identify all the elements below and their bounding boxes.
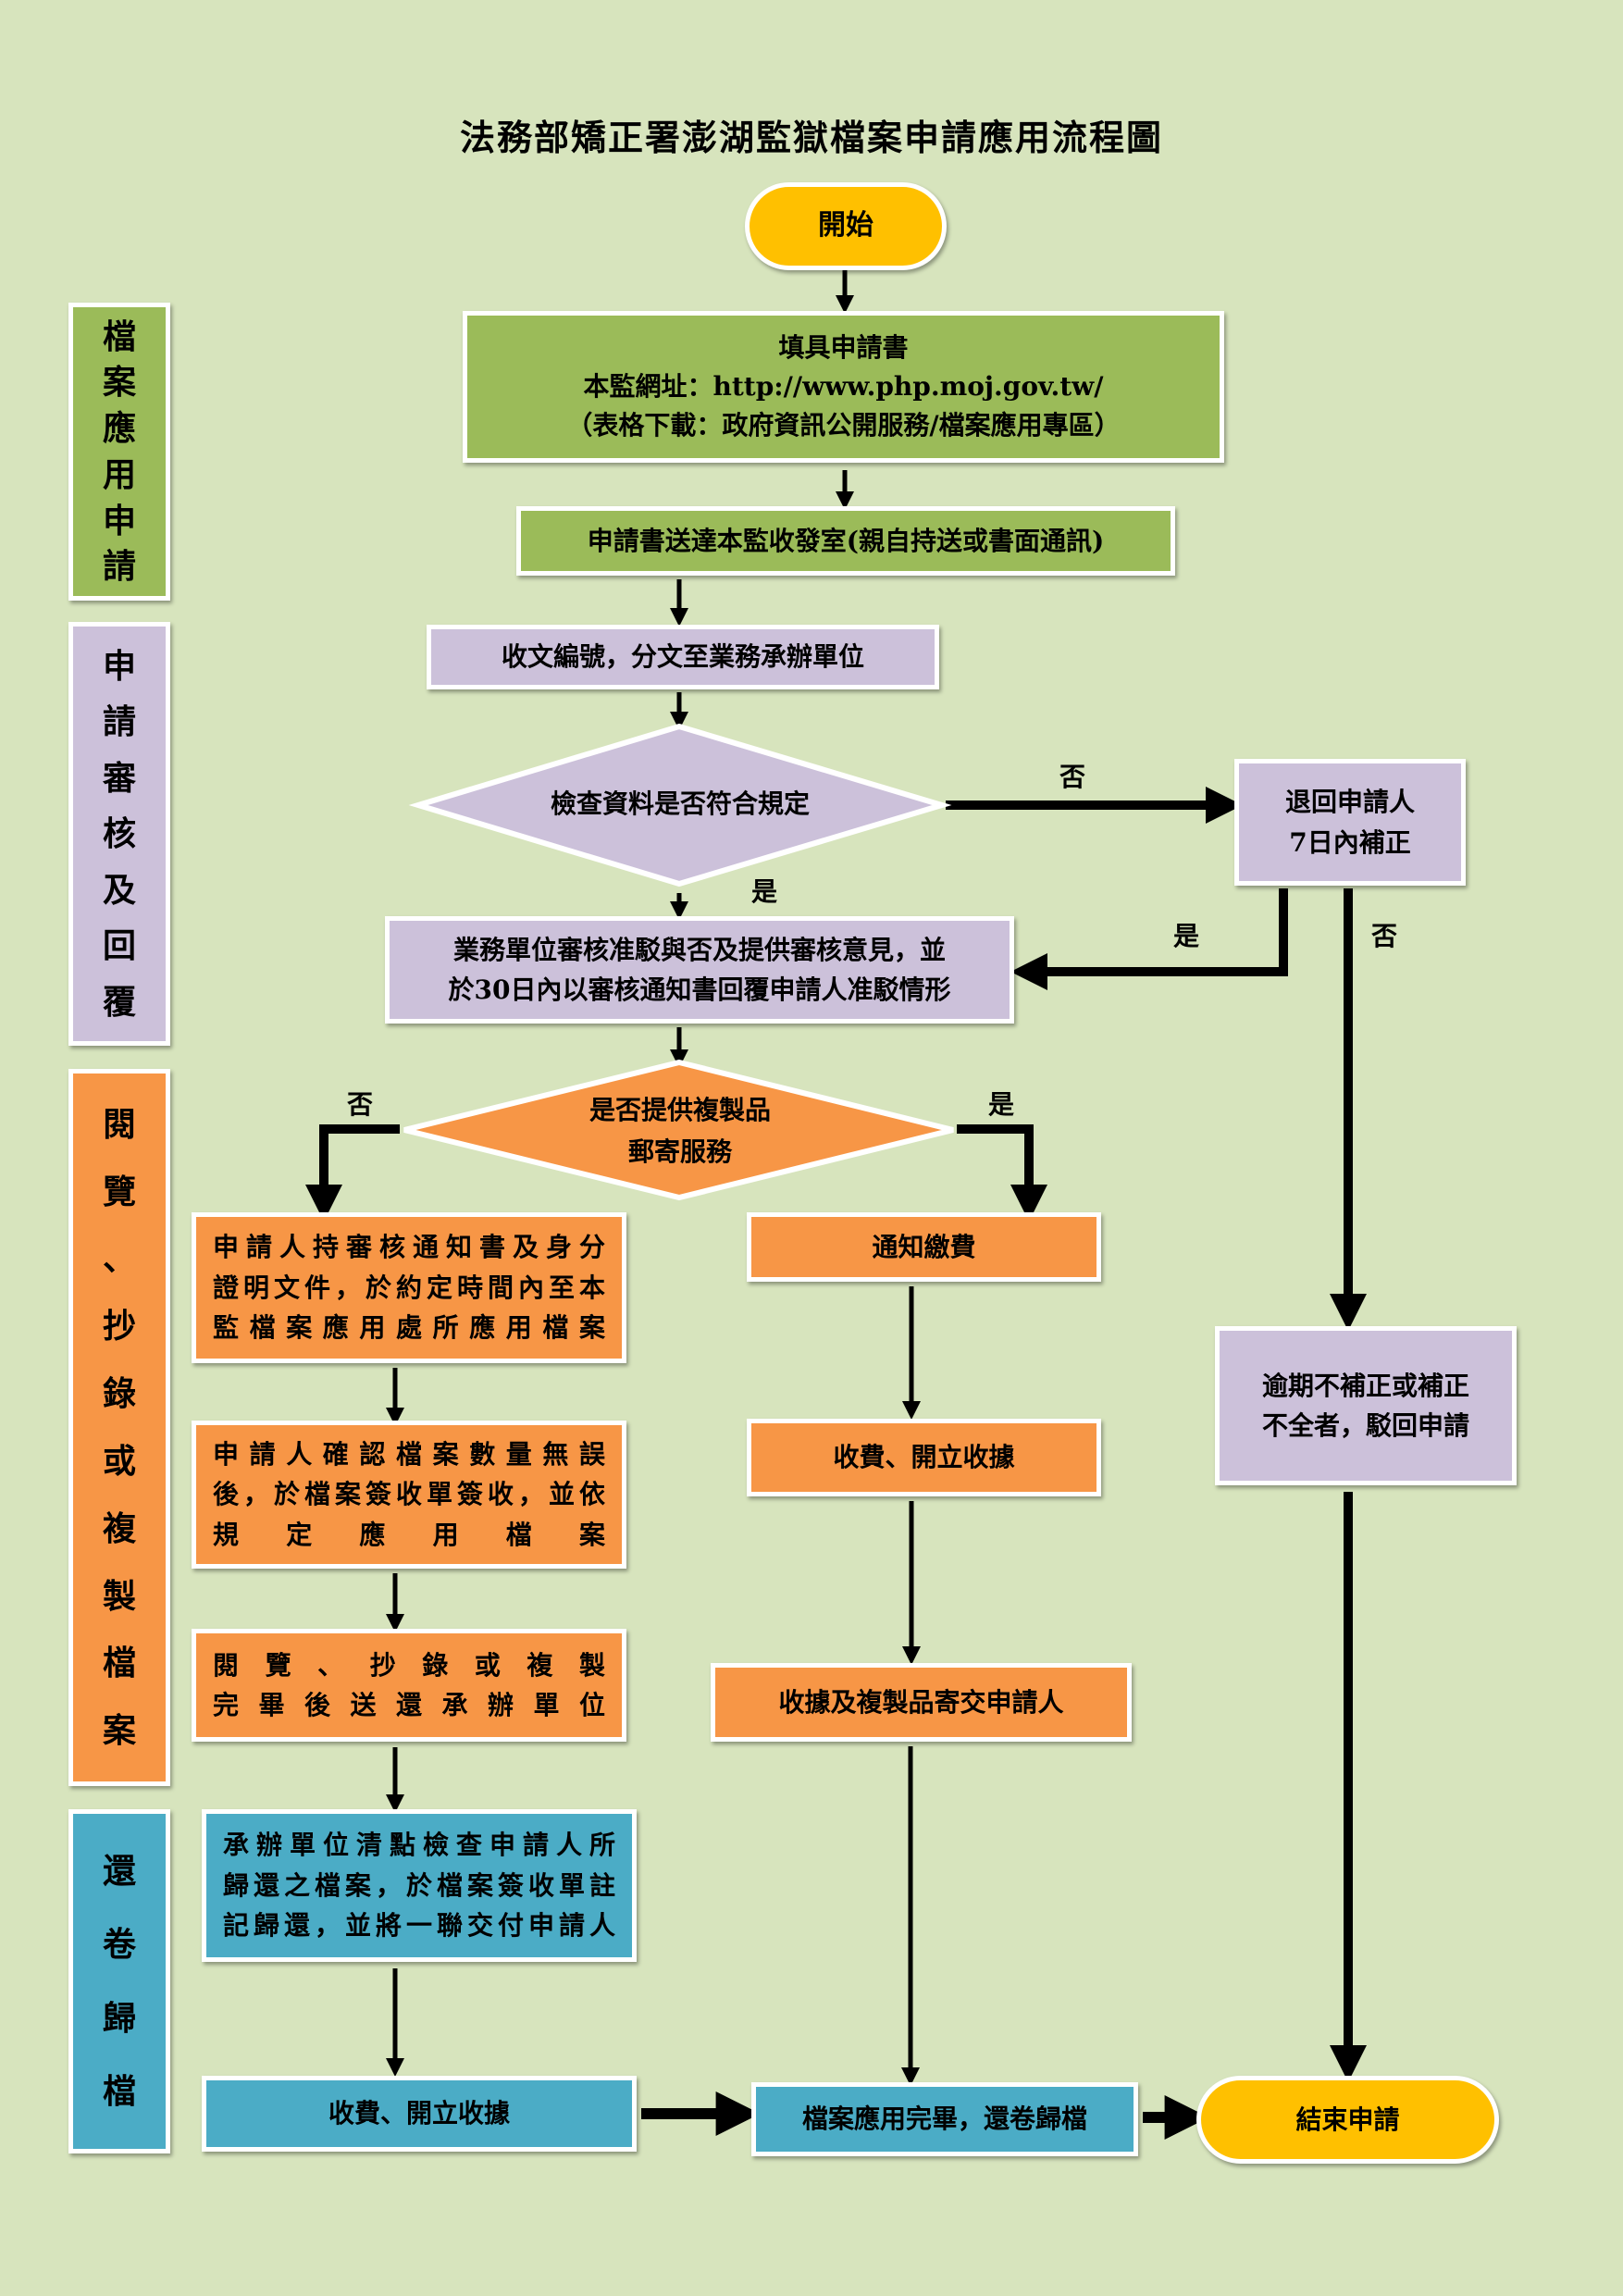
edge-label-check-yes: 是 [751, 876, 778, 907]
lane-review-reply: 申 請 審 核 及 回 覆 [68, 622, 170, 1046]
lane-char: 審 [102, 758, 136, 798]
reject-node: 逾期不補正或補正 不全者，駁回申請 [1215, 1326, 1517, 1485]
edge-label-mail-yes: 是 [988, 1089, 1015, 1120]
visit-line2: 證明文件，於約定時間內至本 [213, 1272, 605, 1303]
visit-line1: 申請人持審核通知書及身分 [213, 1232, 605, 1263]
return-unit-line2: 完畢後送還承辦單位 [213, 1690, 605, 1720]
start-node: 開始 [745, 182, 947, 270]
confirm-node: 申請人確認檔案數量無誤 後，於檔案簽收單簽收，並依 規定應用檔案 [192, 1421, 626, 1569]
decision-mail-text: 是否提供複製品 郵寄服務 [518, 1090, 842, 1173]
inventory-node: 承辦單位清點檢查申請人所 歸還之檔案，於檔案簽收單註 記歸還，並將一聯交付申請人 [202, 1809, 637, 1962]
review-line2: 於30日內以審核通知書回覆申請人准駁情形 [448, 974, 951, 1005]
inventory-line1: 承辦單位清點檢查申請人所 [223, 1830, 615, 1861]
lane-char: 製 [102, 1576, 136, 1616]
arrow-mail-no [305, 1124, 400, 1222]
register-label: 收文編號，分文至業務承辦單位 [501, 641, 864, 673]
lane-char: 請 [102, 702, 136, 741]
decision-mail-shape [403, 1059, 954, 1201]
confirm-line1: 申請人確認檔案數量無誤 [213, 1438, 605, 1470]
inventory-line2: 歸還之檔案，於檔案簽收單註 [223, 1869, 615, 1901]
return-applicant-line1: 退回申請人 [1284, 787, 1415, 818]
lane-char: 卷 [102, 1925, 136, 1965]
edge-label-mail-no: 否 [347, 1089, 374, 1120]
return-applicant-line2: 7日內補正 [1289, 826, 1411, 858]
lane-char: 申 [102, 501, 136, 540]
form-download-path: （表格下載：政府資訊公開服務/檔案應用專區） [566, 410, 1121, 441]
notify-fee-label: 通知繳費 [872, 1231, 976, 1262]
lane-char: 核 [102, 814, 136, 853]
end-label: 結束申請 [1295, 2104, 1400, 2135]
lane-char: 回 [102, 926, 136, 965]
decision-check-text: 檢查資料是否符合規定 [550, 788, 810, 819]
lane-char: 檔 [102, 1644, 136, 1683]
register-node: 收文編號，分文至業務承辦單位 [427, 625, 939, 689]
lane-char: 申 [102, 646, 136, 686]
lane-char: 檔 [102, 316, 136, 356]
lane-char: 案 [102, 363, 136, 403]
lane-file-application: 檔 案 應 用 申 請 [68, 303, 170, 601]
collect-fee-orange-node: 收費、開立收據 [747, 1419, 1101, 1496]
archive-node: 檔案應用完畢，還卷歸檔 [751, 2082, 1138, 2156]
decision-mail-line1: 是否提供複製品 [588, 1095, 771, 1125]
deliver-node: 申請書送達本監收發室(親自持送或書面通訊) [516, 506, 1175, 576]
return-applicant-node: 退回申請人 7日內補正 [1234, 759, 1466, 886]
collect-fee-blue-label: 收費、開立收據 [328, 2098, 510, 2129]
lane-char: 覆 [102, 982, 136, 1022]
arrow-mail-yes [957, 1124, 1047, 1222]
reject-line2: 不全者，駁回申請 [1261, 1410, 1469, 1441]
fill-form-node: 填具申請書 本監網址：http://www.php.moj.gov.tw/ （表… [463, 311, 1224, 463]
deliver-label: 申請書送達本監收發室(親自持送或書面通訊) [587, 525, 1105, 556]
lane-char: 用 [102, 454, 136, 494]
arrow-return-yes [1010, 888, 1288, 990]
visit-node: 申請人持審核通知書及身分 證明文件，於約定時間內至本 監檔案應用處所應用檔案 [192, 1212, 626, 1363]
review-node: 業務單位審核准駁與否及提供審核意見，並 於30日內以審核通知書回覆申請人准駁情形 [385, 916, 1014, 1024]
decision-mail-line2: 郵寄服務 [627, 1136, 732, 1167]
return-unit-line1: 閱覽、抄錄或複製 [213, 1649, 605, 1681]
mail-items-node: 收據及複製品寄交申請人 [711, 1663, 1132, 1742]
website-url: 本監網址：http://www.php.moj.gov.tw/ [583, 371, 1104, 402]
visit-line3: 監檔案應用處所應用檔案 [213, 1312, 605, 1344]
end-node: 結束申請 [1196, 2076, 1499, 2164]
lane-char: 及 [102, 870, 136, 910]
mail-items-label: 收據及複製品寄交申請人 [778, 1686, 1064, 1718]
lane-view-copy: 閱 覽 、 抄 錄 或 複 製 檔 案 [68, 1069, 170, 1786]
lane-char: 歸 [102, 1998, 136, 2038]
lane-char: 應 [102, 409, 136, 449]
lane-char: 檔 [102, 2072, 136, 2112]
lane-char: 、 [102, 1239, 136, 1279]
notify-fee-node: 通知繳費 [747, 1212, 1101, 1282]
collect-fee-blue-node: 收費、開立收據 [202, 2076, 637, 2152]
decision-check-shape [408, 723, 952, 887]
review-line1: 業務單位審核准駁與否及提供審核意見，並 [452, 934, 946, 965]
edge-label-check-no: 否 [1059, 762, 1086, 792]
lane-char: 錄 [102, 1374, 136, 1414]
lane-char: 還 [102, 1851, 136, 1891]
lane-char: 抄 [102, 1307, 136, 1347]
edge-label-return-no: 否 [1371, 921, 1398, 951]
edge-label-return-yes: 是 [1173, 921, 1200, 951]
collect-fee-orange-label: 收費、開立收據 [833, 1442, 1015, 1473]
return-unit-node: 閱覽、抄錄或複製 完畢後送還承辦單位 [192, 1629, 626, 1742]
lane-char: 請 [102, 547, 136, 587]
inventory-line3: 記歸還，並將一聯交付申請人 [223, 1910, 615, 1942]
lane-char: 或 [102, 1441, 136, 1481]
lane-char: 覽 [102, 1172, 136, 1211]
fill-form-title: 填具申請書 [778, 332, 909, 363]
start-label: 開始 [818, 209, 873, 242]
archive-label: 檔案應用完畢，還卷歸檔 [801, 2104, 1087, 2135]
reject-line1: 逾期不補正或補正 [1261, 1370, 1469, 1401]
lane-char: 複 [102, 1508, 136, 1548]
lane-char: 閱 [102, 1104, 136, 1144]
confirm-line3: 規定應用檔案 [213, 1519, 605, 1550]
confirm-line2: 後，於檔案簽收單簽收，並依 [213, 1479, 605, 1510]
page-title: 法務部矯正署澎湖監獄檔案申請應用流程圖 [459, 117, 1163, 158]
lane-char: 案 [102, 1711, 136, 1751]
lane-return-archive: 還 卷 歸 檔 [68, 1809, 170, 2153]
